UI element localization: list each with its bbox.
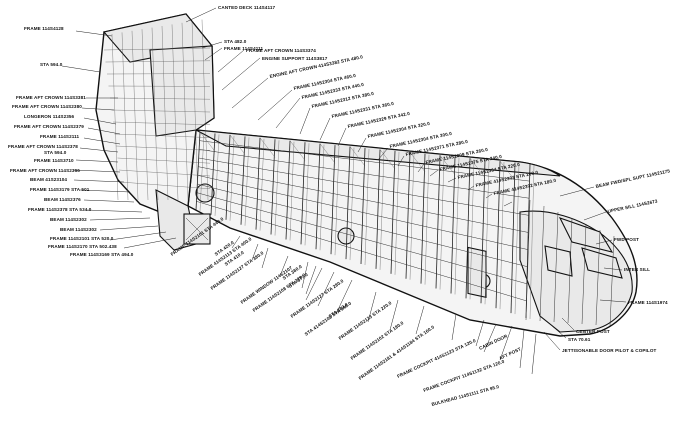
label-frame-2111: FRAME 114S2111 <box>40 134 80 139</box>
label-frame-aft-crown-2380: FRAME AFT CROWN 114S2380 <box>12 104 82 109</box>
label-inter-sill: INTER SILL <box>624 267 650 272</box>
label-center-post: CENTER POST <box>576 329 610 334</box>
label-frame-2304-320: FRAME 114S2304 STA 320.0 <box>367 121 430 139</box>
label-frame-2378-534: FRAME 114S2378 STA 534.0 <box>28 207 92 212</box>
label-frame-aft-crown-3374: FRAME AFT CROWN 114S3374 <box>246 48 316 53</box>
label-beam-fwd-supt: BEAM FWD/SPL SUPT 114S21175 <box>595 168 671 189</box>
label-engine-support: ENGINE SUPPORT 114S3817 <box>262 56 328 61</box>
label-frame-2101-520: FRAME 114S2101 STA 520.0 <box>50 236 114 241</box>
label-sta-594: STA 594.0 <box>44 150 67 155</box>
label-sta-594-top: STA 594.0 <box>40 62 63 67</box>
label-frame-3179: FRAME 114S3179 STA 501 <box>30 187 90 192</box>
label-frame-aft-crown-2366: FRAME AFT CROWN 114S2366 <box>10 168 80 173</box>
label-longeron: LONGERON 114S2356 <box>24 114 75 119</box>
label-beam-2376: BEAM 114S2376 <box>44 197 81 202</box>
label-frame-aft-crown-2378: FRAME AFT CROWN 114S2378 <box>8 144 78 149</box>
label-fwd-post: FWD POST <box>614 237 639 242</box>
label-frame-2170: FRAME 114S2170 STA 502.438 <box>48 244 117 249</box>
fuselage-structure-drawing <box>95 13 638 337</box>
callout-leader-lines <box>61 7 627 375</box>
label-frame-2181: FRAME 114S2181 & 414S1184 STA 160.0 <box>358 324 436 381</box>
label-upper-sill: UPPER SILL 114S2673 <box>607 198 658 214</box>
label-canted-deck: CANTED DECK 114S4117 <box>218 5 275 10</box>
label-beam-41s23104: BEAM 41S23104 <box>30 177 67 182</box>
label-beam-2302-b: BEAM 114S2302 <box>60 227 97 232</box>
label-bulkhead: BULKHEAD 114S1111 STA 95.0 <box>431 384 500 407</box>
label-beam-2302-a: BEAM 114S2302 <box>50 217 87 222</box>
label-jettisonable-door: JETTISONABLE DOOR PILOT & COPILOT <box>562 348 657 353</box>
label-frame-1974: FRAME 114S1974 <box>628 300 668 305</box>
label-frame-aft-crown-3381: FRAME AFT CROWN 114S3381 <box>16 95 86 100</box>
label-frame-3169: FRAME 114S3169 STA 494.0 <box>70 252 134 257</box>
label-frame-4128: FRAME 114S4128 <box>24 26 64 31</box>
label-sta-482: STA 482.0 <box>224 39 247 44</box>
label-sta-70: STA 70.61 <box>568 337 591 342</box>
label-frame-4111: FRAME 114S4111 <box>224 46 264 51</box>
frame-and-stringer-lines <box>103 19 615 327</box>
label-frame-aft-crown-2379: FRAME AFT CROWN 114S2379 <box>14 124 84 129</box>
label-frame-3710: FRAME 114S3710 <box>34 158 74 163</box>
